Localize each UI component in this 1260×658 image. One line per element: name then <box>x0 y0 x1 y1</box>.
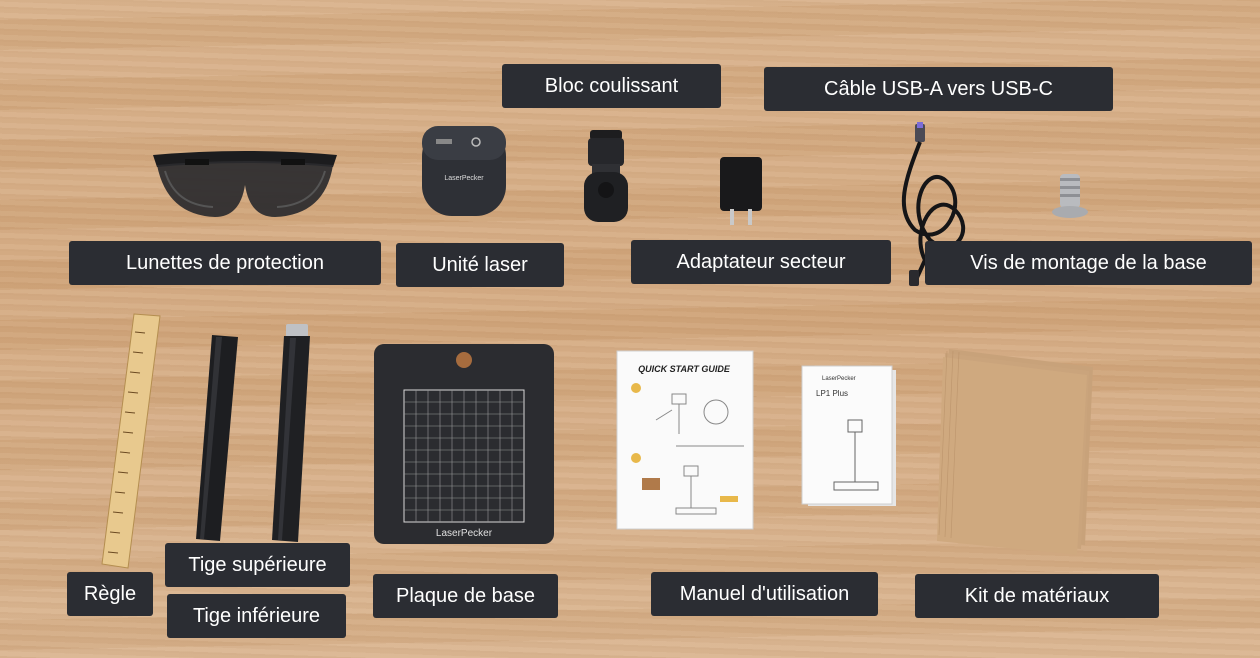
laser-unit-image: LaserPecker <box>418 122 510 222</box>
label-mounting-screw: Vis de montage de la base <box>925 241 1252 285</box>
guide-title: QUICK START GUIDE <box>638 364 731 374</box>
booklet-model: LP1 Plus <box>816 389 848 398</box>
upper-rod-image <box>192 333 242 543</box>
label-usb-cable: Câble USB-A vers USB-C <box>764 67 1113 111</box>
label-ruler: Règle <box>67 572 153 616</box>
label-upper-rod: Tige supérieure <box>165 543 350 587</box>
safety-glasses-image <box>145 145 345 225</box>
label-user-manual: Manuel d'utilisation <box>651 572 878 616</box>
lower-rod-image <box>268 322 314 544</box>
user-booklet-image: LaserPecker LP1 Plus <box>800 364 900 510</box>
material-kit-image <box>935 345 1100 560</box>
base-plate-image: LaserPecker <box>372 342 556 546</box>
sliding-block-image <box>580 128 632 224</box>
label-base-plate: Plaque de base <box>373 574 558 618</box>
ruler-image <box>98 312 164 570</box>
label-laser-unit: Unité laser <box>396 243 564 287</box>
label-safety-glasses: Lunettes de protection <box>69 241 381 285</box>
label-power-adapter: Adaptateur secteur <box>631 240 891 284</box>
label-sliding-block: Bloc coulissant <box>502 64 721 108</box>
usb-cable-image <box>885 120 980 290</box>
label-material-kit: Kit de matériaux <box>915 574 1159 618</box>
power-adapter-image <box>718 155 764 227</box>
label-lower-rod: Tige inférieure <box>167 594 346 638</box>
quick-start-guide-image: QUICK START GUIDE <box>616 350 754 530</box>
booklet-brand: LaserPecker <box>822 376 856 382</box>
laser-unit-brand: LaserPecker <box>444 175 484 182</box>
base-plate-brand: LaserPecker <box>436 528 493 539</box>
mounting-screw-image <box>1050 172 1090 220</box>
